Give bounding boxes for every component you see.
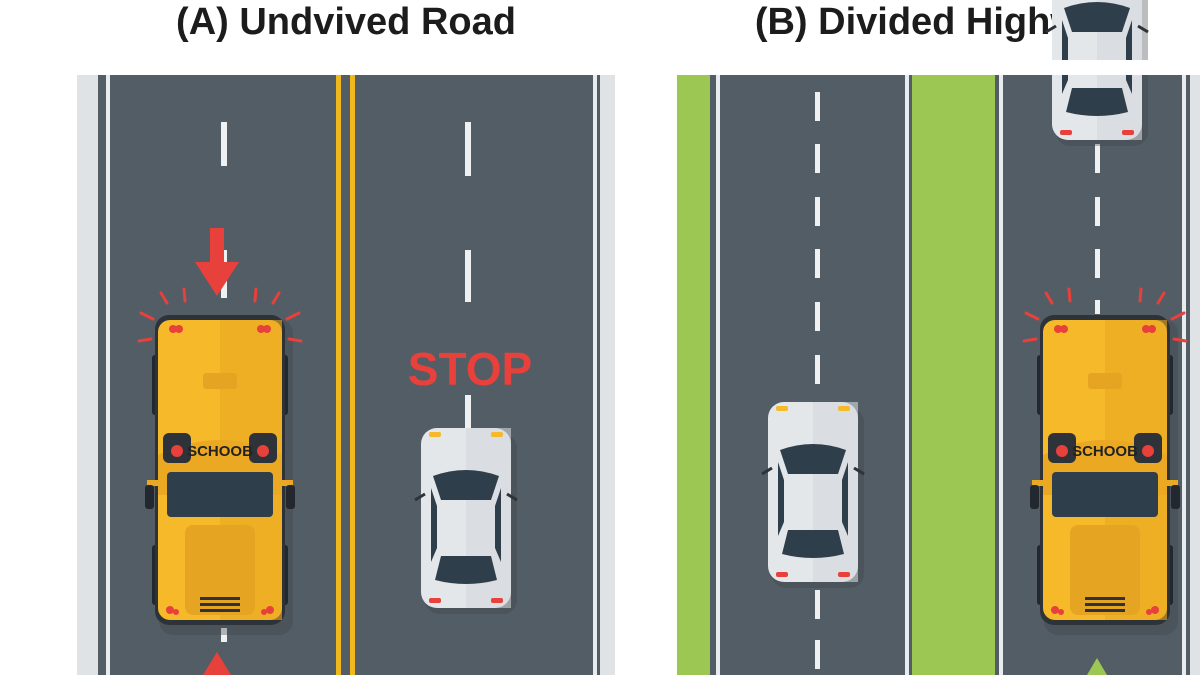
- edge-line: [1182, 75, 1186, 675]
- grass-median: [912, 75, 995, 675]
- edge-line-left: [106, 75, 110, 675]
- edge-line: [999, 75, 1003, 675]
- school-bus: SCHOOB: [137, 287, 303, 637]
- car: [760, 400, 866, 590]
- panel-a-title: (A) Undvived Road: [176, 1, 516, 43]
- bus-label: SCHOOB: [187, 443, 253, 460]
- lane-dashes: [815, 92, 1100, 669]
- road-shoulder: [1190, 75, 1200, 675]
- panel-b-divided-highway: SCHOOB: [677, 0, 1200, 675]
- edge-line: [905, 75, 909, 675]
- school-bus: SCHOOB: [1022, 287, 1188, 637]
- panel-a-undivided-road: SCHOOB STOP: [77, 75, 615, 675]
- double-yellow-line: [350, 75, 355, 675]
- double-yellow-line: [336, 75, 341, 675]
- green-arrow-up-icon: [1087, 658, 1107, 675]
- red-arrow-up-icon: [203, 652, 231, 675]
- car: [413, 426, 519, 616]
- grass-shoulder: [677, 75, 710, 675]
- edge-line: [716, 75, 720, 675]
- bus-label: SCHOOB: [1072, 443, 1138, 460]
- stop-label: STOP: [408, 343, 532, 395]
- red-arrow-down-icon: [195, 228, 239, 296]
- edge-line-right: [593, 75, 597, 675]
